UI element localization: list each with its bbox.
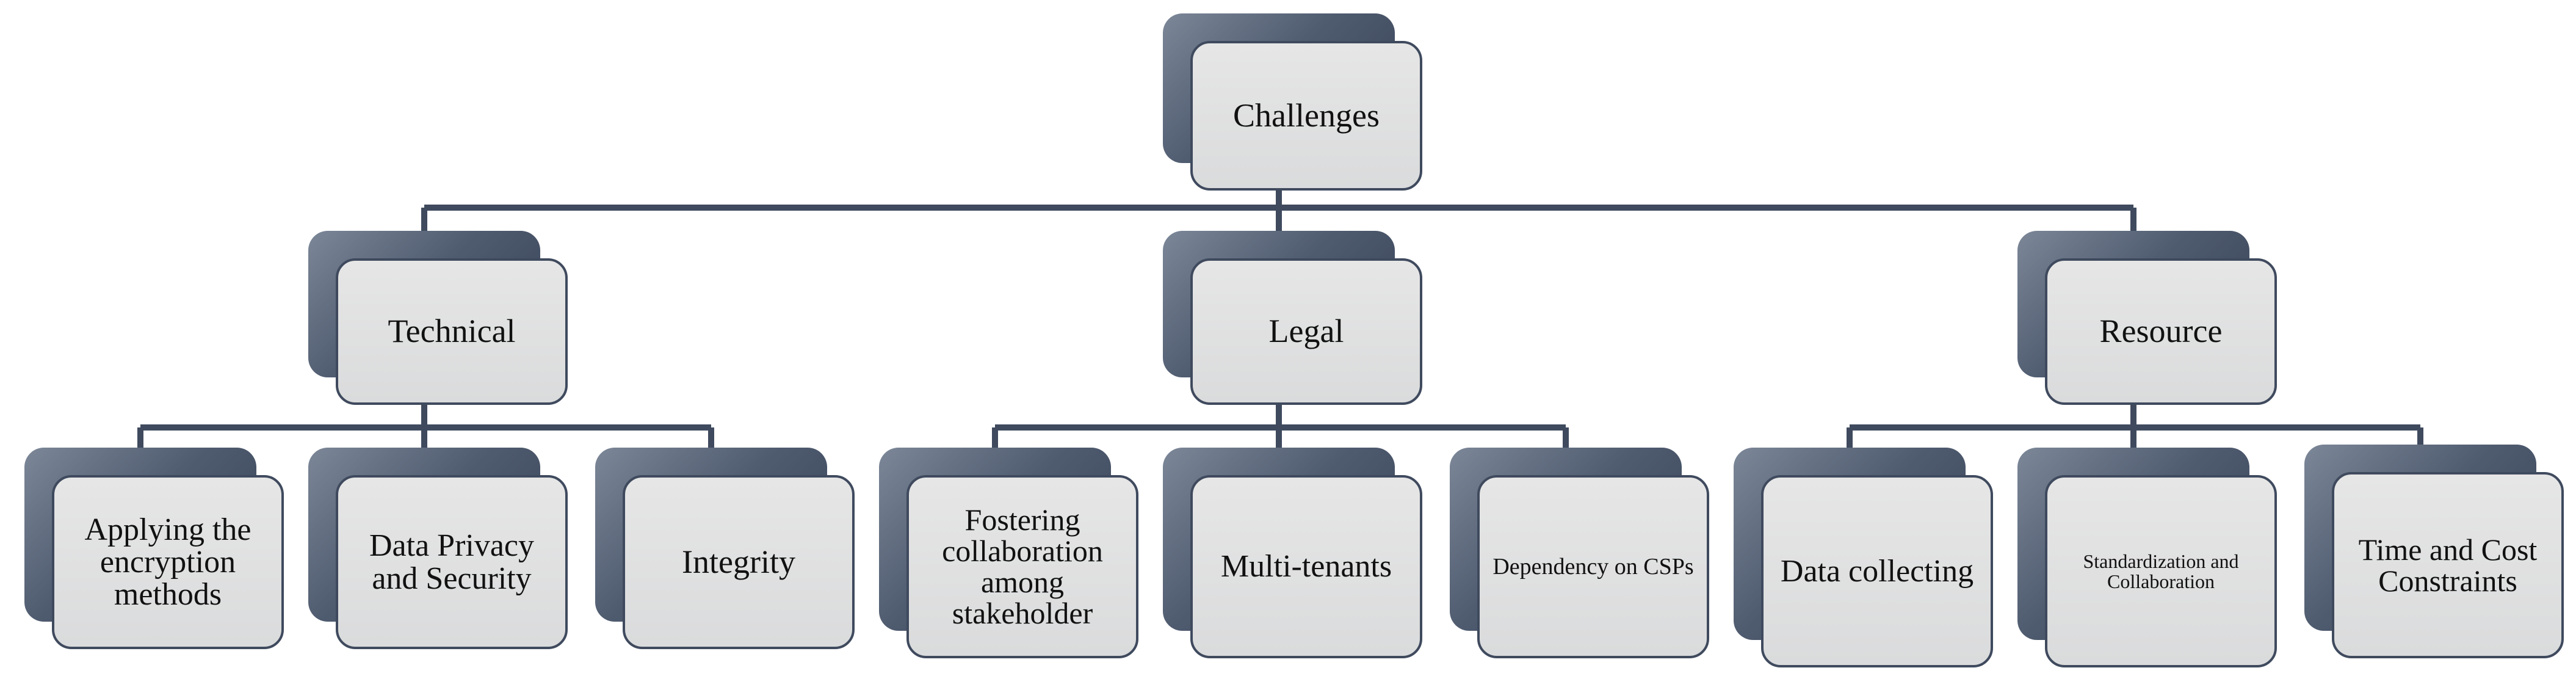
node-standardization-collaboration-label: Standardization and Collaboration: [2083, 550, 2239, 592]
connector-resource-children: [1847, 403, 2423, 449]
node-integrity-label: Integrity: [682, 543, 795, 580]
connector-legal-children: [992, 403, 1569, 449]
node-challenges: Challenges: [1163, 13, 1422, 191]
node-dependency-csps: Dependency on CSPs: [1450, 448, 1709, 658]
node-time-cost-constraints-label: Time and Cost Constraints: [2358, 532, 2538, 598]
node-legal-label: Legal: [1268, 313, 1344, 350]
node-challenges-label: Challenges: [1233, 96, 1380, 134]
node-applying-encryption-label: Applying the encryption methods: [84, 512, 251, 612]
node-legal: Legal: [1163, 231, 1422, 405]
node-fostering-collaboration: Fostering collaboration among stakeholde…: [879, 448, 1138, 658]
node-resource: Resource: [2017, 231, 2277, 405]
node-multi-tenants: Multi-tenants: [1163, 448, 1422, 658]
node-data-privacy-security: Data Privacy and Security: [308, 448, 568, 649]
connector-technical-children: [137, 403, 714, 449]
node-data-collecting-label: Data collecting: [1780, 553, 1974, 589]
node-applying-encryption: Applying the encryption methods: [24, 448, 284, 649]
node-fostering-collaboration-label: Fostering collaboration among stakeholde…: [942, 503, 1103, 630]
node-standardization-collaboration: Standardization and Collaboration: [2017, 448, 2277, 667]
connector-root-to-categories: [421, 186, 2136, 232]
node-resource-label: Resource: [2099, 313, 2223, 350]
node-dependency-csps-label: Dependency on CSPs: [1492, 553, 1694, 580]
node-multi-tenants-label: Multi-tenants: [1220, 549, 1392, 584]
node-integrity: Integrity: [595, 448, 855, 649]
node-data-privacy-security-label: Data Privacy and Security: [369, 528, 534, 596]
node-technical-label: Technical: [388, 313, 516, 350]
node-data-collecting: Data collecting: [1734, 448, 1993, 667]
node-time-cost-constraints: Time and Cost Constraints: [2304, 445, 2564, 658]
node-technical: Technical: [308, 231, 568, 405]
